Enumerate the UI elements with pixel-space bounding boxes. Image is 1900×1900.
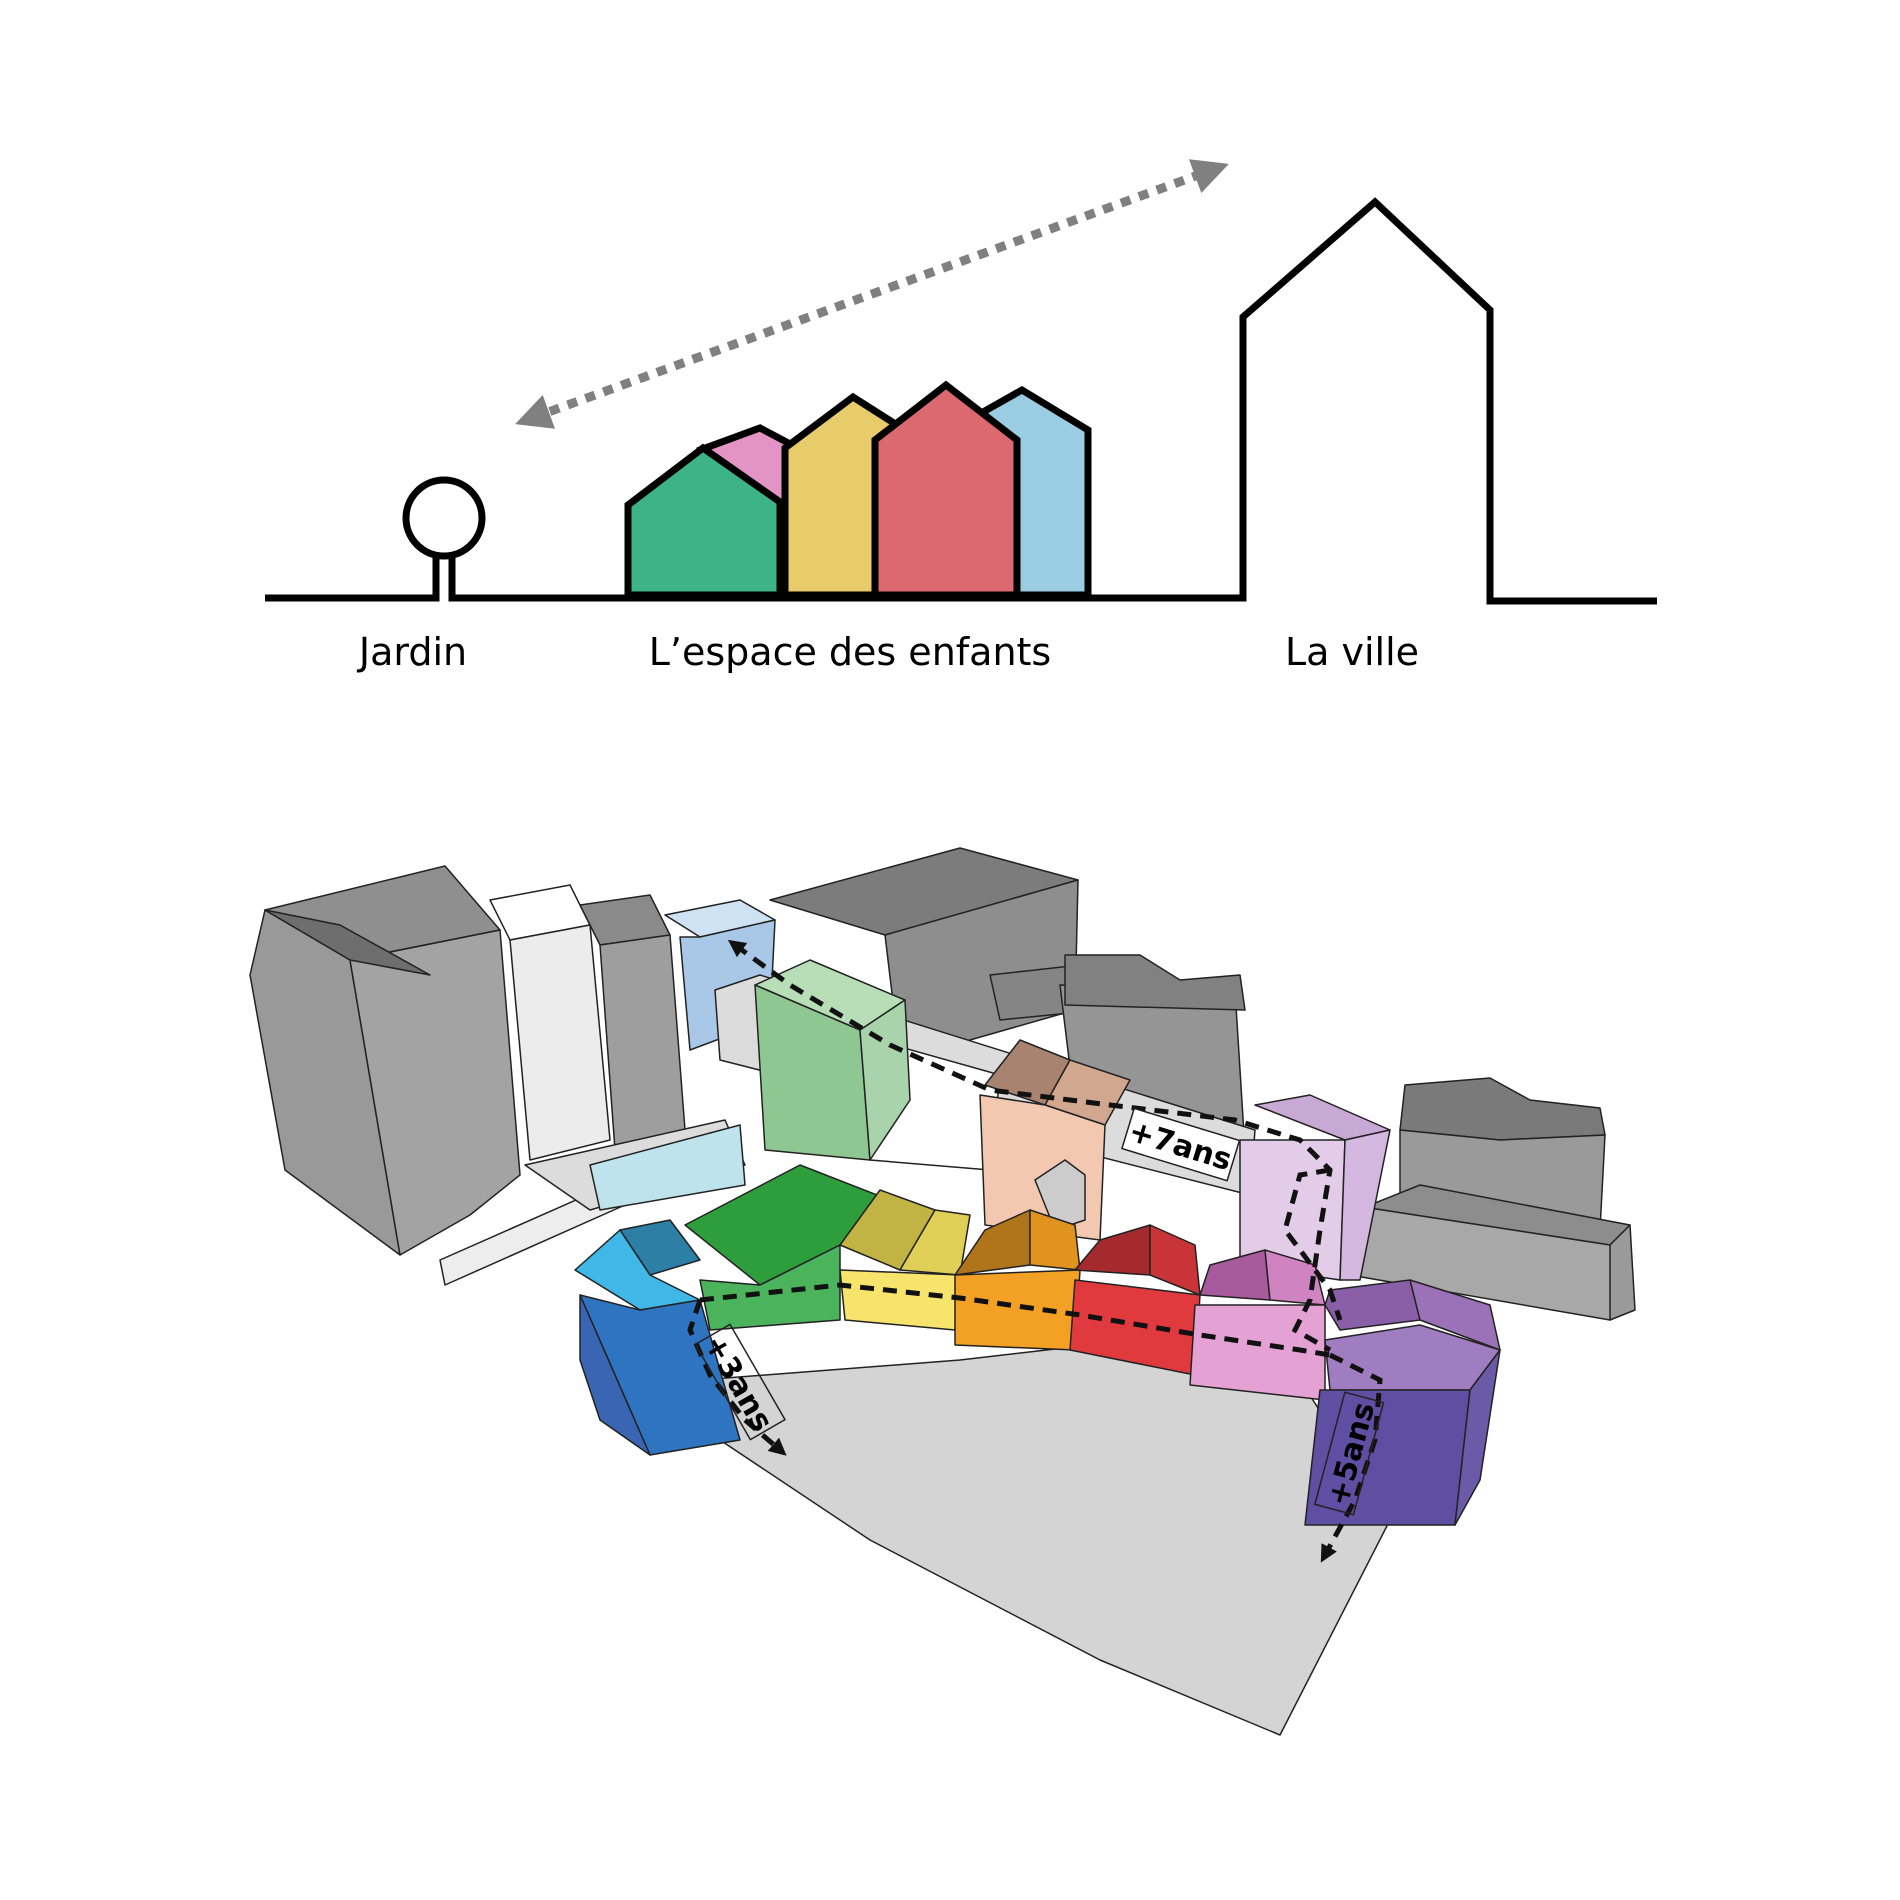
block-peach [979,1039,1131,1241]
label-city: La ville [1285,630,1419,674]
route-3ans [687,1299,787,1456]
block-lilac [1239,1094,1391,1281]
route-lilac-loop [1282,1167,1343,1321]
children-houses [624,380,1092,599]
ground-line-2 [448,197,1657,605]
tree-icon [402,476,486,568]
label-garden: Jardin [357,630,467,674]
section-diagram: Jardin L’espace des enfants La ville [265,159,1657,674]
route-main [699,1282,1331,1358]
route-7ans [727,939,1333,1353]
circulation-routes [687,939,1383,1563]
label-children-space: L’espace des enfants [649,630,1051,674]
route-5ans [1320,1352,1383,1563]
axonometric-view: +7ans +3ans +5ans [249,847,1636,1736]
double-arrow-icon [515,159,1229,429]
context-buildings [249,847,1636,1321]
children-blocks [574,1164,1501,1526]
ground-line [265,565,440,602]
block-pale-green [754,959,911,1161]
